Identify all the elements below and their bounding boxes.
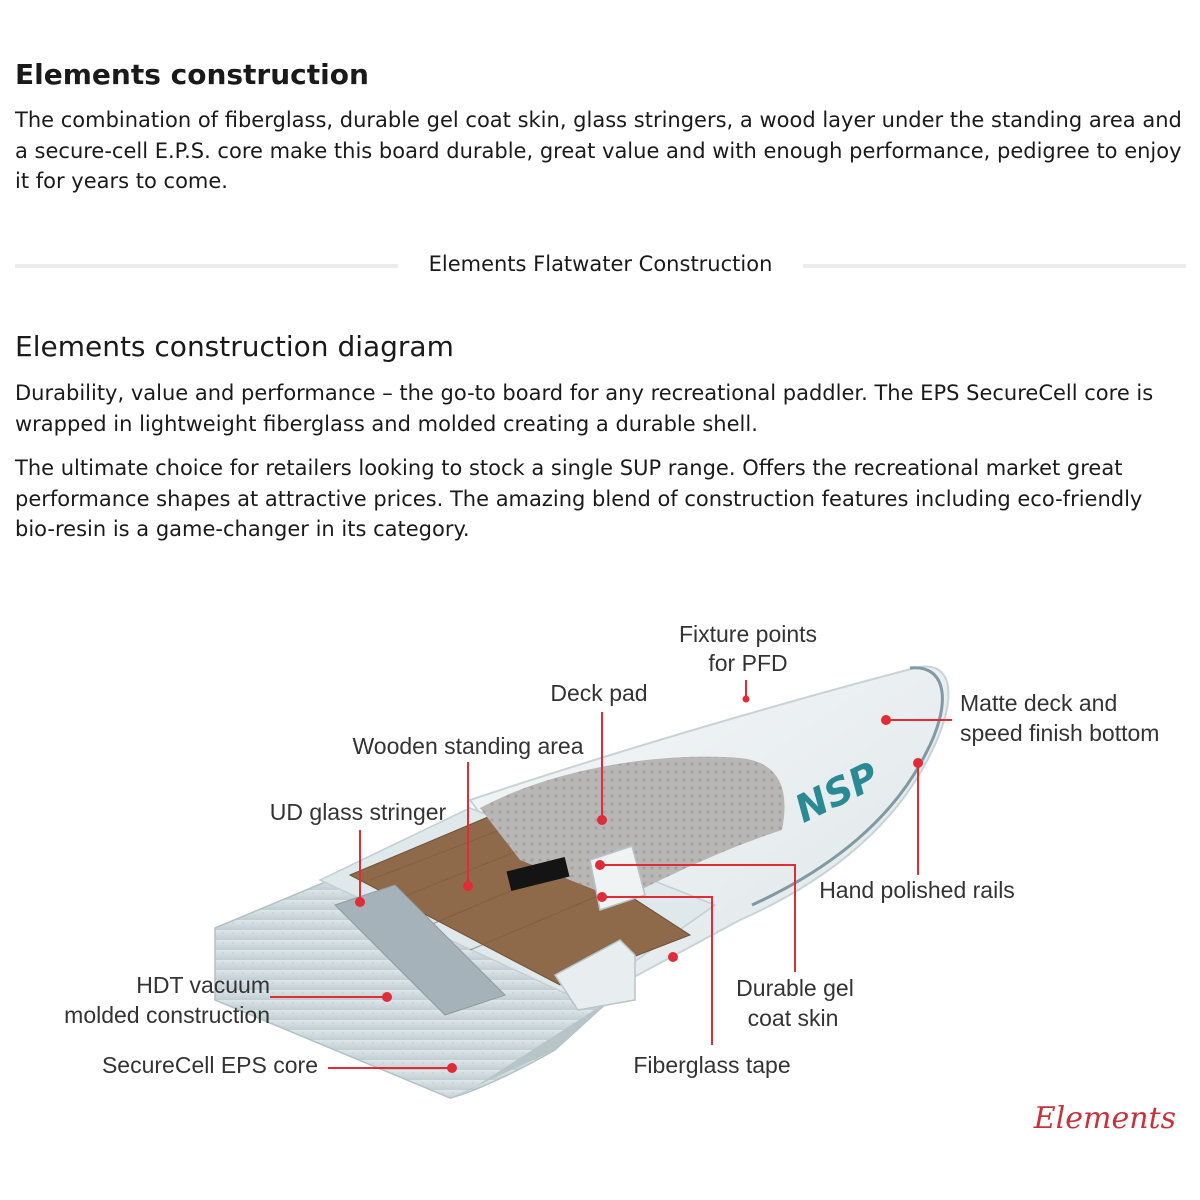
leader-lines bbox=[270, 680, 952, 1073]
label-speed-finish: speed finish bottom bbox=[960, 720, 1159, 746]
label-durable-gel: Durable gel bbox=[736, 975, 854, 1001]
label-deck-pad: Deck pad bbox=[550, 680, 647, 706]
divider-label: Elements Flatwater Construction bbox=[428, 252, 773, 276]
label-fiberglass-tape: Fiberglass tape bbox=[633, 1052, 790, 1078]
label-fixture-points: Fixture points bbox=[679, 621, 817, 647]
diagram-labels: Fixture points for PFD Deck pad Matte de… bbox=[64, 621, 1159, 1078]
label-ud-glass: UD glass stringer bbox=[270, 799, 447, 825]
label-fixture-pfd: for PFD bbox=[708, 650, 787, 676]
board-shape bbox=[214, 665, 950, 1099]
diagram-paragraph-1: Durability, value and performance – the … bbox=[15, 381, 1154, 436]
label-hdt-molded: molded construction bbox=[64, 1002, 270, 1028]
label-wooden-area: Wooden standing area bbox=[352, 733, 583, 759]
construction-diagram: NSP Fixture points for PFD Deck pad Matt… bbox=[64, 621, 1176, 1136]
section-title-diagram: Elements construction diagram bbox=[15, 330, 454, 363]
label-coat-skin: coat skin bbox=[748, 1005, 839, 1031]
diagram-paragraph-2: The ultimate choice for retailers lookin… bbox=[15, 456, 1143, 541]
label-hdt-vacuum: HDT vacuum bbox=[136, 972, 270, 998]
rail-marker bbox=[668, 952, 678, 962]
label-matte-deck: Matte deck and bbox=[960, 690, 1117, 716]
construction-description: The combination of fiberglass, durable g… bbox=[15, 108, 1182, 193]
label-hand-polished: Hand polished rails bbox=[819, 877, 1015, 903]
divider-left bbox=[15, 264, 398, 268]
divider-right bbox=[803, 264, 1186, 268]
section-title-construction: Elements construction bbox=[15, 58, 369, 91]
elements-brand-logo: Elements bbox=[1033, 1101, 1176, 1136]
label-securecell: SecureCell EPS core bbox=[102, 1052, 318, 1078]
